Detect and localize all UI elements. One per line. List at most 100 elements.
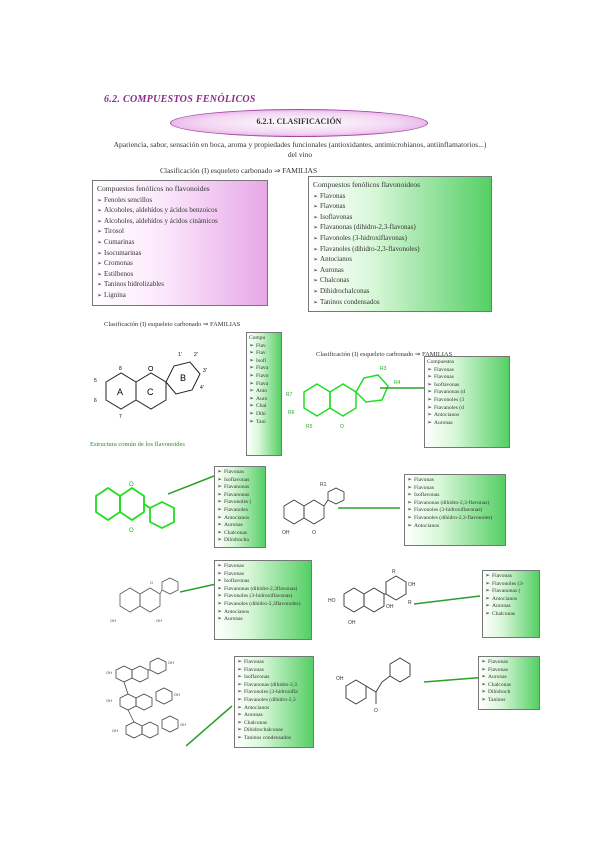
ring-b-label: B [180, 373, 186, 383]
list-item: Flavanoles (dihidro-2,3 [237, 697, 311, 705]
connector-line [414, 595, 481, 605]
non-flavonoids-box: Compuestos fenólicos no flavonoides Feno… [92, 180, 268, 306]
list-item: Flavonas [407, 477, 503, 485]
list-item: Flavanonas (dihidro-2,3-flavonas) [313, 223, 487, 234]
substituent-label: R3 [380, 366, 387, 372]
list-item: Taninos condensados [237, 735, 311, 743]
list-item: Dihidroch [481, 689, 537, 697]
list-item: Flava [249, 365, 279, 373]
structure-caption: Estructura común de los flavonoides [90, 441, 185, 448]
list-item: Flavonas [217, 563, 309, 571]
list-item: Cumarinas [97, 238, 263, 249]
substituent-label: OH [156, 618, 162, 623]
list-item: Isoflavonas [407, 492, 503, 500]
list-item: Flavanoles [217, 507, 263, 515]
list-item: Flavanonas (d [427, 389, 507, 397]
list-item: Flavonas [217, 571, 309, 579]
position-number: 6 [94, 398, 97, 404]
list-item: Lignina [97, 291, 263, 302]
list-item: Alcoholes, aldehídos y ácidos benzoicos [97, 206, 263, 217]
connector-line [180, 583, 217, 593]
list-item: Flavonas [485, 573, 537, 581]
list-item: Isoflavonas [427, 382, 507, 390]
list-item: Chalconas [237, 720, 311, 728]
list-item: Flavonas [427, 374, 507, 382]
substituent-label: HO [328, 598, 336, 604]
list-item: Chalconas [313, 276, 487, 287]
list-item: Dihidrocha [217, 537, 263, 545]
flavonoids-box: Compuestos fenólicos flavonoideos Flavon… [308, 176, 492, 312]
list-item: Chalconas [481, 682, 537, 690]
list-item: Flavonas [217, 469, 263, 477]
list-item: Chalconas [485, 611, 537, 619]
list-item: Taninos hidrolizables [97, 280, 263, 291]
substituent-label: R5 [306, 424, 313, 430]
list-item: Isoflavonas [217, 578, 309, 586]
dihydrochalcone-molecule: OH O [336, 657, 411, 714]
list-item: Estilbenos [97, 270, 263, 281]
mini-box-f: Flavonas Flavonoles (3- Flavanonas ( Ant… [482, 570, 540, 638]
substituent-label: R [392, 569, 396, 575]
list-item: Dihidrochalconas [237, 727, 311, 735]
list-item: Chal [249, 403, 279, 411]
list-item: Flavanoles (d [427, 405, 507, 413]
list-item: Auronas [217, 616, 309, 624]
list-item: Anto [249, 388, 279, 396]
mini-box-a: Compu Flav Flav Isofl Flava Flavo Flava … [246, 332, 282, 456]
mini-box-d: Flavonas Flavonas Isoflavonas Flavanonas… [404, 474, 506, 546]
condensed-tannin-molecule: OH OH OH OH OH OH [106, 657, 186, 739]
description-text: Apariencia, sabor, sensación en boca, ar… [113, 140, 487, 159]
flavonol-molecule: OH OH O [110, 577, 179, 623]
list-item: Isofl [249, 358, 279, 366]
connector-line [168, 475, 215, 495]
substituent-label: O [150, 580, 153, 585]
list-item: Isoflavonas [313, 213, 487, 224]
substituent-label: OH [282, 530, 290, 536]
substituent-label: R1 [320, 482, 327, 488]
list-item: Flavonas [237, 659, 311, 667]
green-flavonoid-molecule: R7 R6 R5 O R3 R4 [286, 366, 401, 430]
list-item: Antocianos [407, 523, 503, 531]
substituent-label: OH [336, 676, 344, 682]
list-item: Taninos [481, 697, 537, 705]
flavonoids-heading: Compuestos fenólicos flavonoideos [313, 180, 421, 189]
ring-c-label: C [147, 387, 154, 397]
list-item: Auronas [481, 674, 537, 682]
list-item: Flavonoles ( [217, 499, 263, 507]
substituent-label: R [408, 600, 412, 606]
list-item: Flav [249, 350, 279, 358]
list-item: Dihidrochalconas [313, 287, 487, 298]
list-item: Alcoholes, aldehídos y ácidos cinámicos [97, 217, 263, 228]
list-item: Flavanonas [217, 484, 263, 492]
list-item: Auronas [485, 603, 537, 611]
list-item: Flavonas [407, 485, 503, 493]
section-title: 6.2. COMPUESTOS FENÓLICOS [104, 94, 256, 105]
list-item: Flav [249, 343, 279, 351]
list-item: Antocianos [485, 596, 537, 604]
list-item: Fenoles sencillos [97, 196, 263, 207]
oxygen-label: O [129, 528, 134, 534]
list-item: Antocianos [313, 255, 487, 266]
substituent-label: OH [110, 618, 116, 623]
list-item: Tirosol [97, 227, 263, 238]
position-number: 4' [200, 385, 204, 391]
position-number: 5 [94, 378, 97, 384]
list-item: Flavonoles (3- [485, 581, 537, 589]
list-item: Flavonoles (3-hidroxiflavonas) [217, 593, 309, 601]
list-item: Flavonoles (3-hidroxiflavonas) [313, 234, 487, 245]
list-item: Flava [249, 381, 279, 389]
list-item: Flavonas [481, 667, 537, 675]
substituent-label: O [340, 424, 344, 430]
position-number: 2' [194, 352, 198, 358]
substituent-label: R6 [288, 410, 295, 416]
subsection-title-ellipse: 6.2.1. CLASIFICACIÓN [170, 109, 428, 137]
anthocyanin-molecule: R OH R HO OH OH [328, 569, 416, 626]
subsection-title: 6.2.1. CLASIFICACIÓN [256, 117, 342, 126]
substituent-label: OH [180, 722, 186, 727]
substituent-label: R7 [286, 392, 293, 398]
green-isoflavone-molecule: O O [95, 482, 175, 534]
substituent-label: OH [168, 660, 174, 665]
substituent-label: OH [174, 692, 180, 697]
list-item: Antocianos [217, 515, 263, 523]
list-item: Flavonas [313, 202, 487, 213]
